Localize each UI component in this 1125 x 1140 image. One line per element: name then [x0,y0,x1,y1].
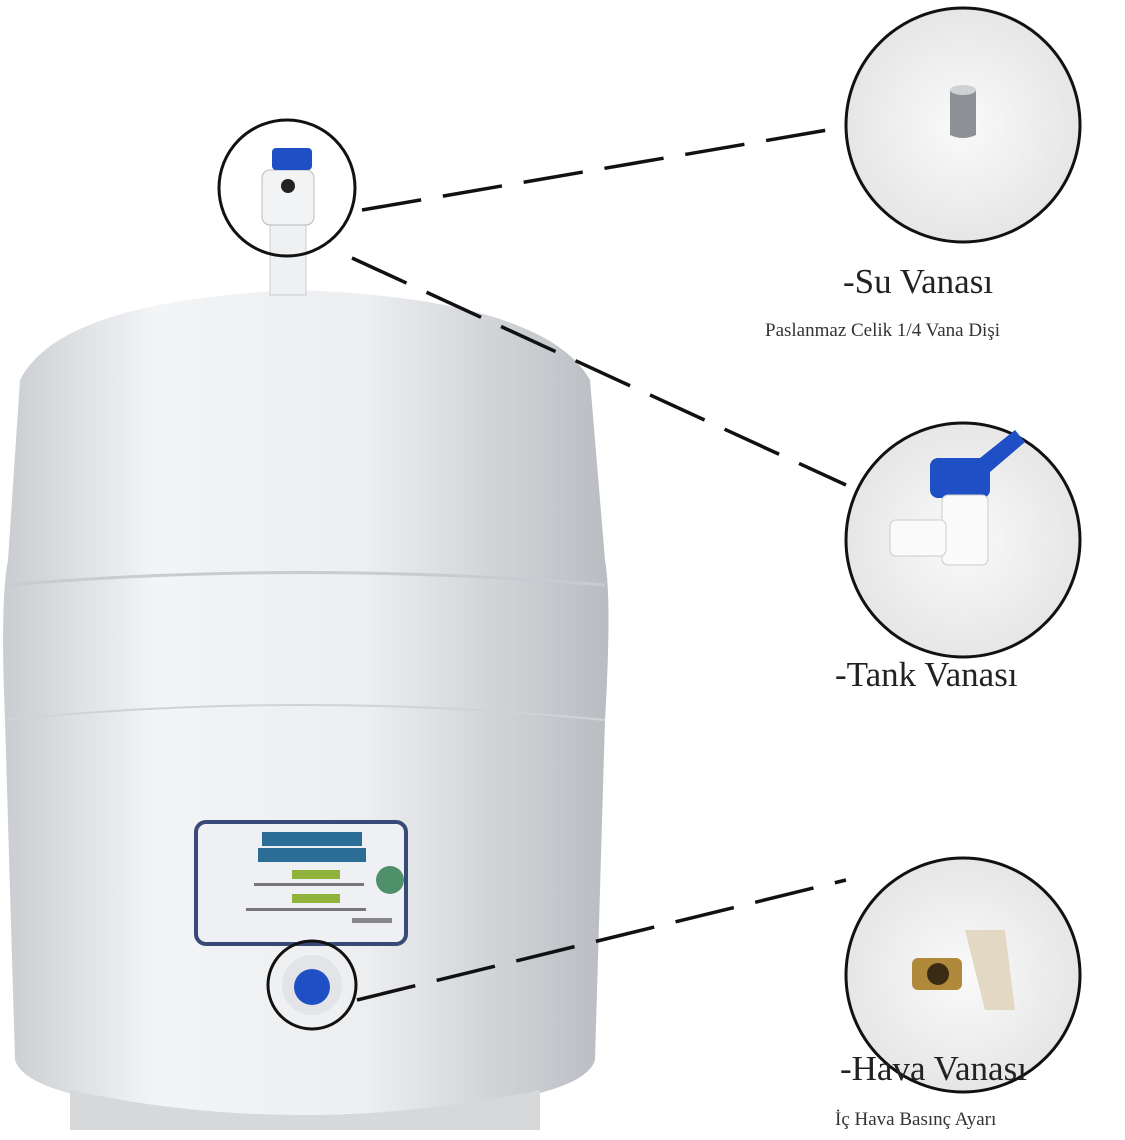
tank-vanasi-title: -Tank Vanası [835,655,1018,694]
connector-lines [351,125,847,1002]
tank-label [194,820,408,946]
detail-circle-su-vanasi [844,6,1082,244]
hava-vanasi-title: -Hava Vanası [840,1049,1027,1088]
su-vanasi-title: -Su Vanası [843,262,994,301]
su-vanasi-subtitle: Paslanmaz Celik 1/4 Vana Dişi [765,320,1001,341]
air-valve-highlight-circle [266,939,358,1031]
detail-circle-tank-vanasi [844,421,1082,659]
air-valve-cap [282,955,342,1015]
top-valve-highlight-circle [217,118,357,258]
tank-valve-top [261,148,315,296]
storage-tank [3,148,609,1130]
detail-circle-hava-vanasi [844,856,1082,1094]
hava-vanasi-subtitle: İç Hava Basınç Ayarı [835,1109,997,1130]
